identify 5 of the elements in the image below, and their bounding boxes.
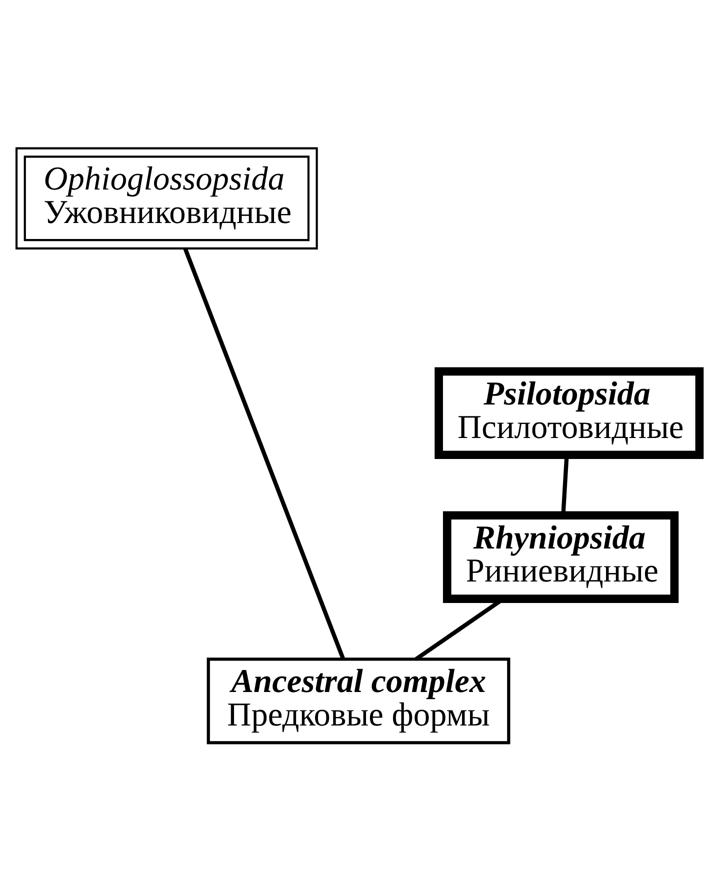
node-box: Rhyniopsida Риниевидные [442, 510, 679, 602]
node-box: Psilotopsida Псилотовидные [434, 366, 704, 459]
connector [183, 247, 346, 660]
node-box: Ophioglossopsida Ужовниковидные [15, 146, 318, 249]
node-box: Ancestral complex Предковые формы [206, 657, 510, 744]
